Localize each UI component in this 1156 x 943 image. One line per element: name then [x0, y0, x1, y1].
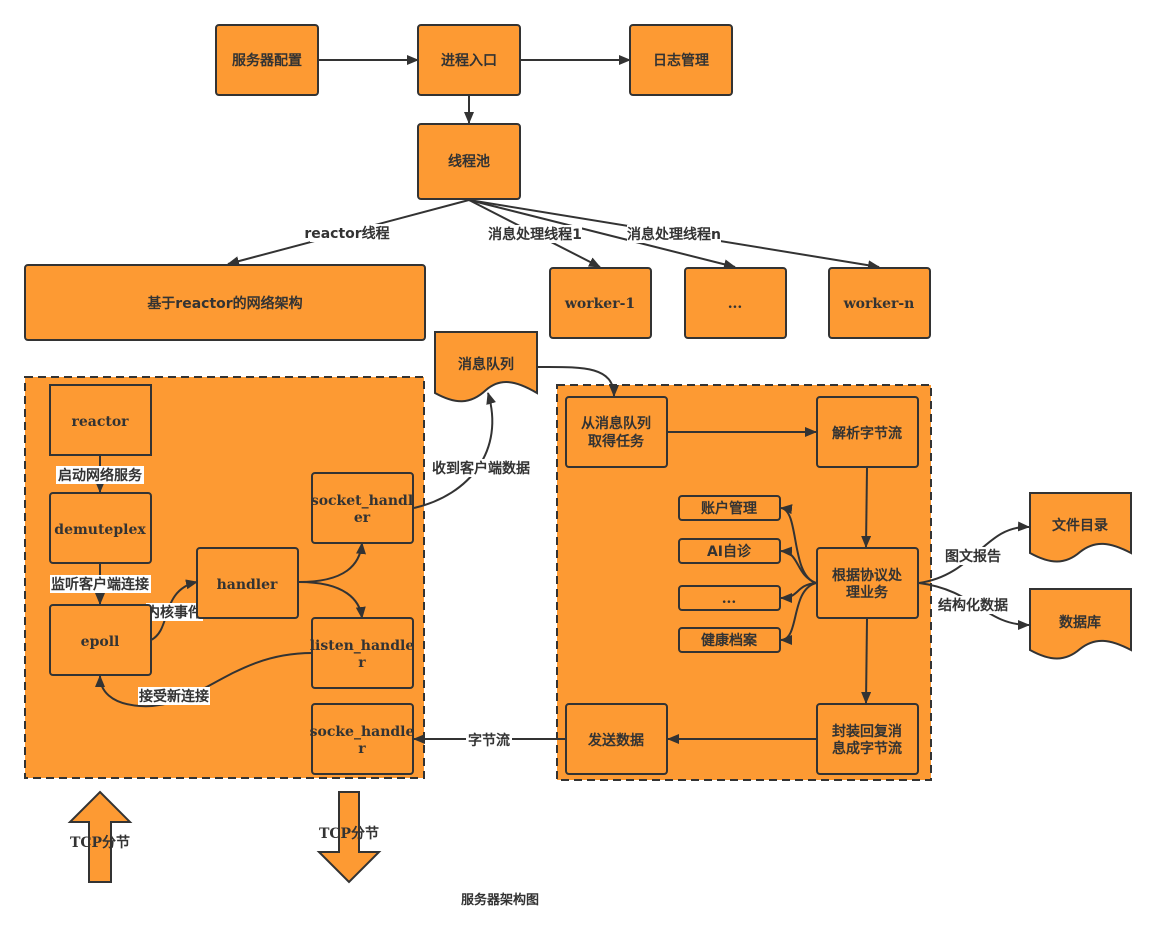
- label-worker-1: worker-1: [564, 296, 635, 312]
- edge-label-msg-thread-n: 消息处理线程n: [627, 226, 721, 243]
- label-thread-pool: 线程池: [448, 153, 490, 170]
- node-reactor: [49, 384, 152, 456]
- label-socket-handler-2: er: [354, 510, 371, 526]
- node-service-dots: [678, 585, 781, 611]
- label-message-queue: 消息队列: [458, 356, 514, 373]
- label-listen-handler-1: listen_handle: [310, 638, 415, 654]
- label-ai-diagnosis: AI自诊: [707, 543, 752, 560]
- tcp-in-arrow: [67, 790, 133, 883]
- edge-parse-protocol: [861, 467, 872, 548]
- node-demuteplex: [49, 492, 152, 564]
- edge-label-accept-conn: 接受新连接: [139, 688, 209, 705]
- edge-protocol-health: [780, 582, 817, 645]
- label-account-mgmt: 账户管理: [701, 500, 757, 517]
- node-ai-diagnosis: [678, 538, 781, 564]
- node-process-entry: [417, 24, 521, 96]
- edge-protocol-pack: [861, 618, 872, 704]
- node-account-mgmt: [678, 495, 781, 521]
- node-parse-stream: [816, 396, 919, 468]
- node-send-data: [565, 703, 668, 775]
- edge-protocol-ai: [780, 546, 817, 584]
- label-tcp-out: TCP分节: [319, 825, 379, 842]
- label-protocol-2: 理业务: [846, 584, 889, 601]
- label-take-task-1: 从消息队列: [581, 415, 651, 432]
- edge-queue-take: [536, 365, 619, 397]
- edge-label-recv-client-data: 收到客户端数据: [432, 460, 530, 477]
- node-health-records: [678, 627, 781, 653]
- edge-labels: reactor线程 消息处理线程1 消息处理线程n 启动网络服务 监听客户端连接…: [50, 224, 1010, 749]
- edge-socket-queue: [413, 392, 496, 509]
- node-worker-dots: [684, 267, 787, 339]
- label-send-data: 发送数据: [587, 732, 644, 749]
- node-pack-reply: [816, 703, 919, 775]
- label-pack-reply-1: 封装回复消: [832, 723, 902, 740]
- label-database: 数据库: [1059, 614, 1101, 631]
- label-reactor-arch: 基于reactor的网络架构: [147, 295, 302, 312]
- node-worker-n: [828, 267, 931, 339]
- node-socke-handler: [311, 703, 414, 775]
- node-socket-handler: [311, 472, 414, 544]
- edge-handler-socket: [298, 542, 366, 583]
- label-listen-handler-2: r: [358, 655, 366, 671]
- node-epoll: [49, 604, 152, 676]
- label-pack-reply-2: 息成字节流: [832, 740, 902, 757]
- edge-label-structured-data: 结构化数据: [938, 597, 1008, 614]
- node-handler: [196, 547, 299, 619]
- node-message-queue: [434, 331, 538, 403]
- label-server-config: 服务器配置: [232, 52, 302, 69]
- node-log-mgmt: [629, 24, 733, 96]
- label-tcp-in: TCP分节: [70, 834, 130, 851]
- edge-pool-workerdots: [468, 199, 736, 270]
- node-database: [1029, 588, 1132, 660]
- label-socke-handler-1: socke_handle: [310, 724, 415, 740]
- edge-handler-listen: [298, 581, 366, 619]
- node-thread-pool: [417, 123, 521, 200]
- label-service-dots: ...: [722, 591, 737, 607]
- label-epoll: epoll: [81, 634, 120, 650]
- label-health-records: 健康档案: [701, 632, 758, 649]
- label-socket-handler-1: socket_handl: [311, 493, 413, 509]
- label-take-task-2: 取得任务: [588, 433, 645, 450]
- label-process-entry: 进程入口: [441, 53, 497, 69]
- diagram-caption: 服务器架构图: [461, 892, 539, 908]
- edge-label-listen-client: 监听客户端连接: [51, 576, 149, 593]
- label-handler: handler: [217, 577, 278, 593]
- label-reactor: reactor: [71, 414, 129, 430]
- node-protocol: [816, 547, 919, 619]
- label-protocol-1: 根据协议处: [832, 567, 903, 584]
- label-file-dir: 文件目录: [1052, 517, 1108, 534]
- node-listen-handler: [311, 617, 414, 689]
- edge-label-reactor-thread: reactor线程: [304, 225, 389, 242]
- edge-label-kernel-event: 内核事件: [146, 604, 202, 621]
- node-server-config: [215, 24, 319, 96]
- edge-label-byte-stream: 字节流: [468, 732, 510, 749]
- node-worker-1: [549, 267, 652, 339]
- edge-label-start-network: 启动网络服务: [58, 467, 143, 484]
- edge-label-graphic-report: 图文报告: [945, 548, 1001, 565]
- label-worker-n: worker-n: [843, 296, 915, 312]
- node-reactor-arch: [24, 264, 426, 341]
- label-socke-handler-2: r: [358, 741, 366, 757]
- node-take-task: [565, 396, 668, 468]
- node-file-dir: [1029, 492, 1132, 563]
- label-parse-stream: 解析字节流: [832, 425, 902, 442]
- label-worker-dots: ...: [728, 296, 743, 312]
- edge-label-msg-thread-1: 消息处理线程1: [488, 226, 582, 243]
- label-demuteplex: demuteplex: [54, 522, 146, 538]
- tcp-out-arrow: [316, 791, 382, 884]
- label-log-mgmt: 日志管理: [653, 52, 709, 69]
